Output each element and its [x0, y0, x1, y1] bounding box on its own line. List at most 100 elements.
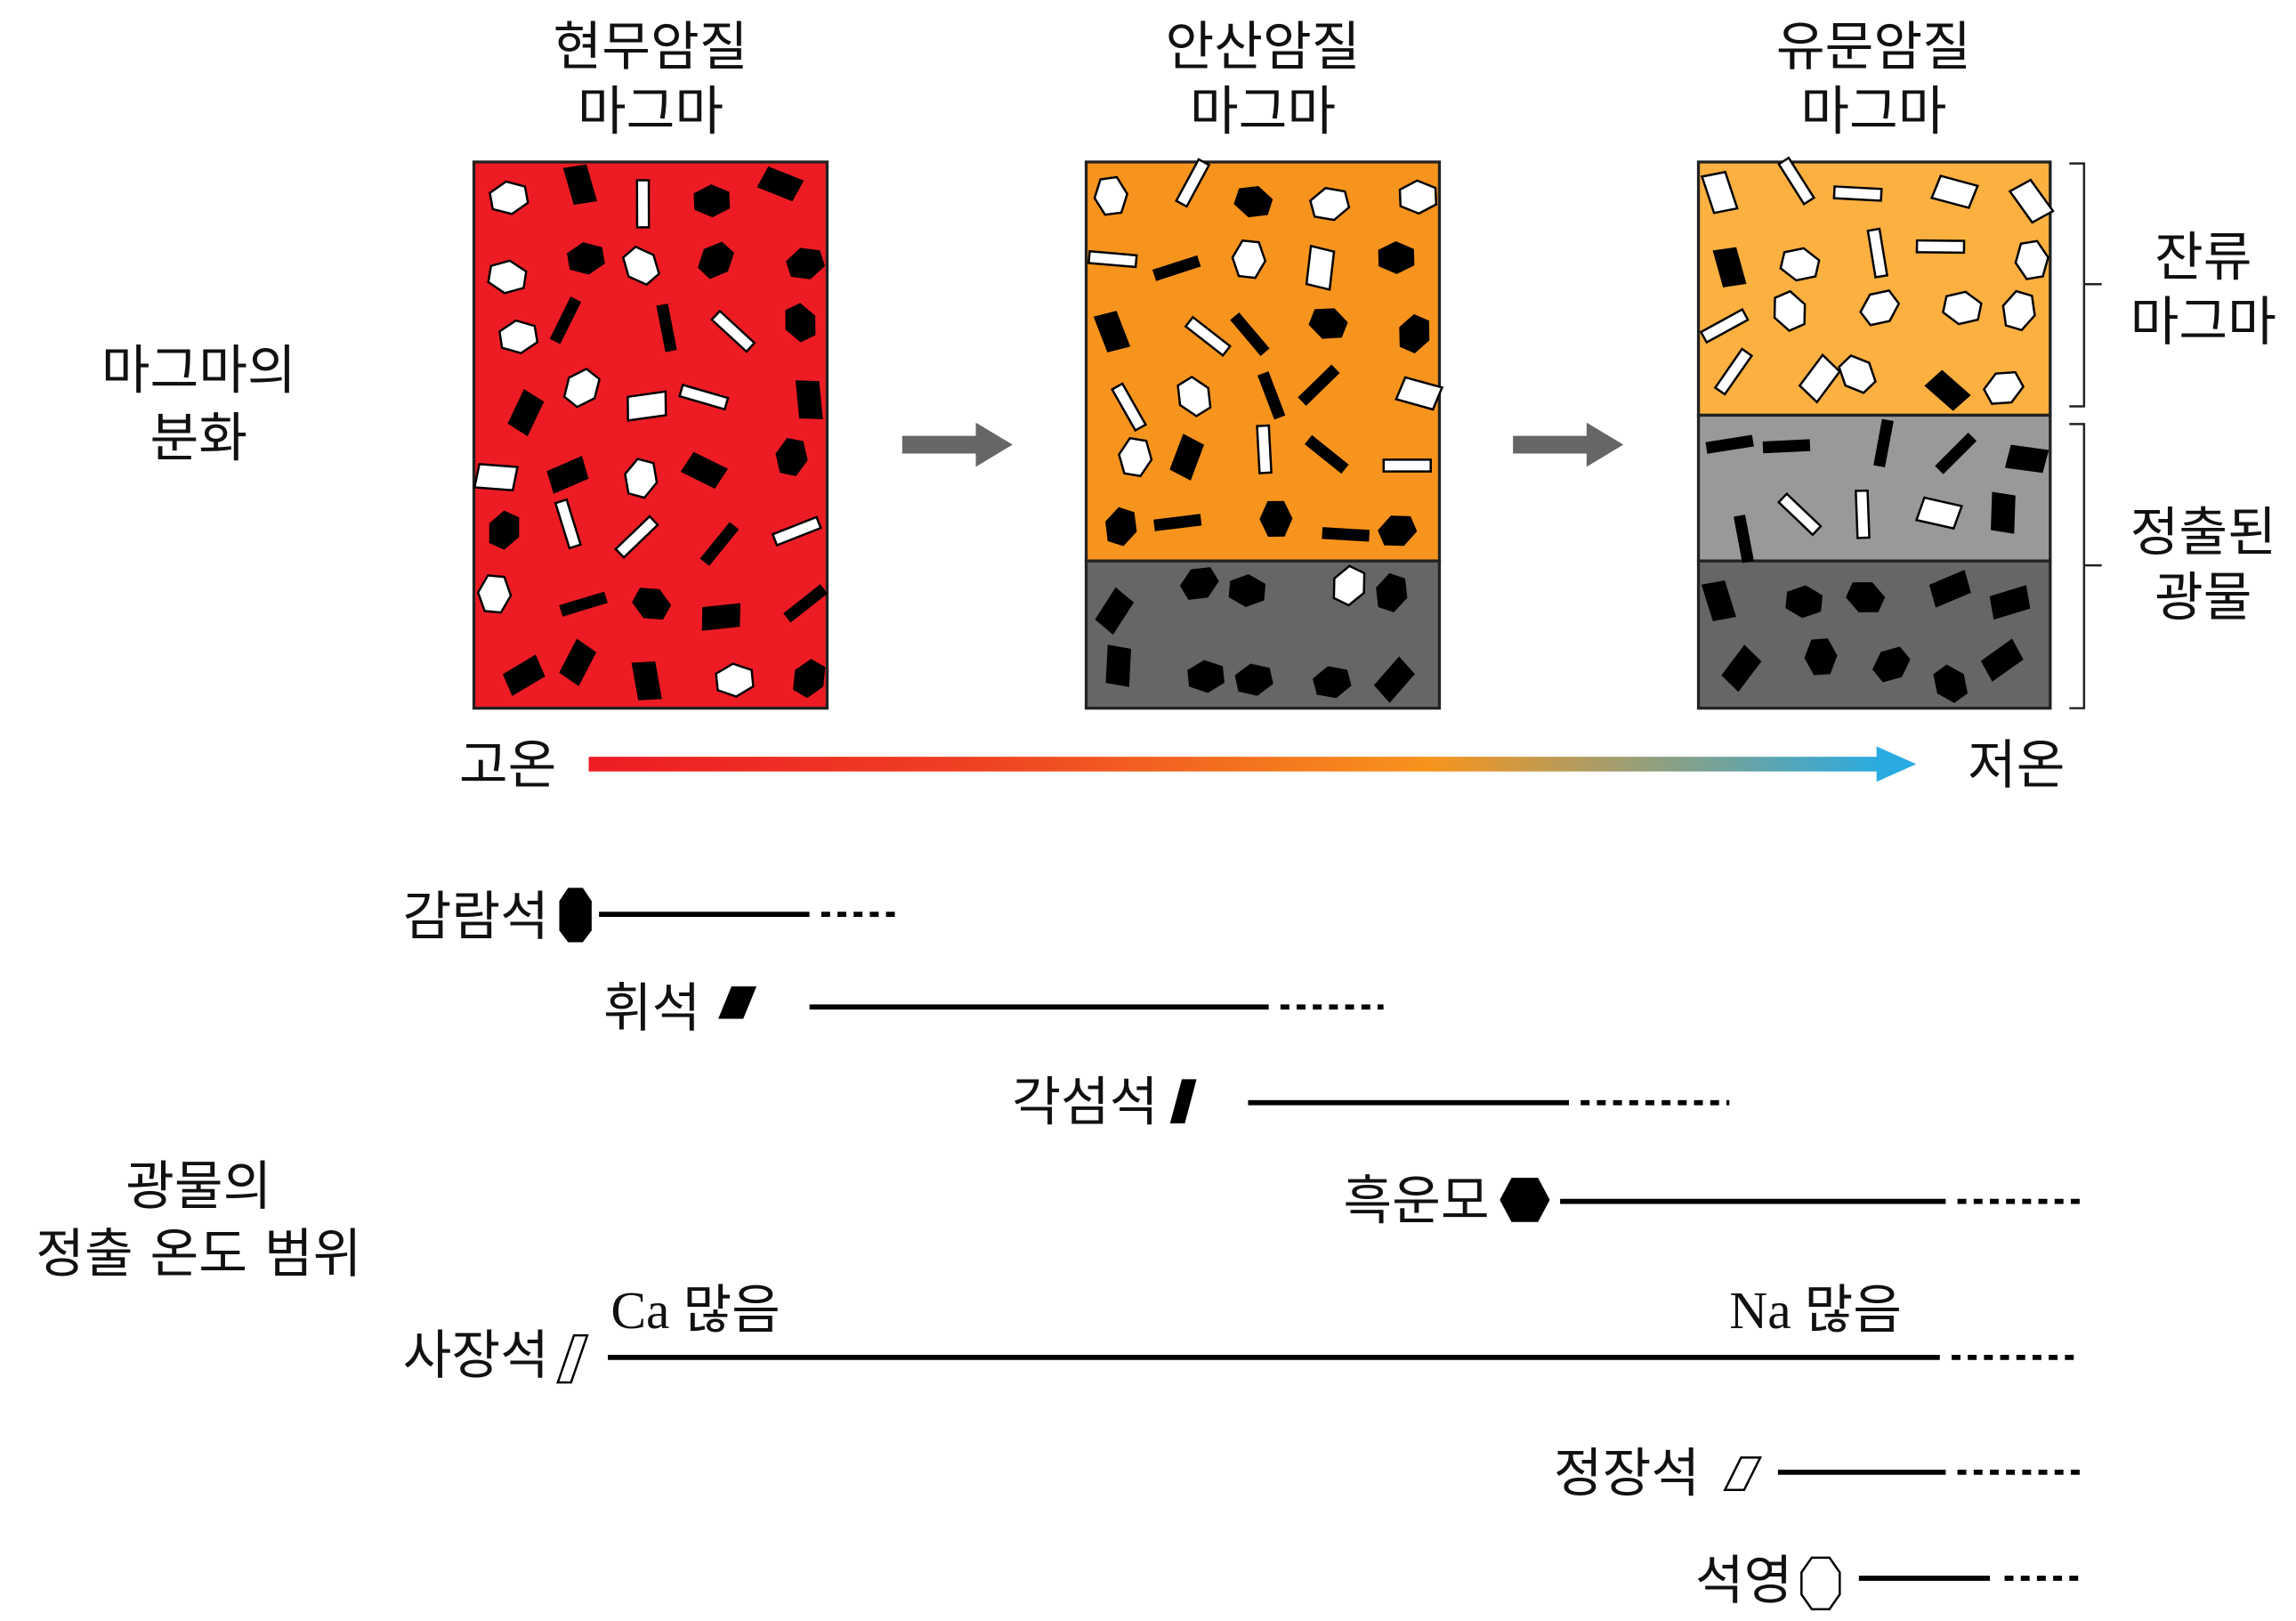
white-crystal-rod	[1866, 227, 1888, 279]
black-crystal-rod	[1873, 418, 1894, 467]
white-crystal-hex	[1773, 289, 1807, 332]
white-crystal-rod	[710, 309, 756, 353]
rhyolitic-crystal-layer-lower	[1696, 559, 2052, 710]
white-crystal-hex	[497, 319, 539, 354]
orthoclase-parallelogram-icon	[1723, 1456, 1763, 1491]
arrow-head-icon	[1876, 746, 1917, 782]
black-crystal-par	[559, 638, 597, 686]
rhyolitic-magma-box	[1696, 160, 2052, 417]
black-crystal-rod	[559, 591, 608, 617]
plagioclase-parallelogram-icon	[556, 1333, 589, 1384]
white-crystal-par	[1395, 376, 1444, 411]
magma-title-rhyolitic-2: 마그마	[1800, 82, 1946, 143]
temperature-gradient-bar	[588, 757, 1884, 772]
biotite-hexagon-icon	[1500, 1178, 1550, 1222]
black-crystal-par	[546, 456, 589, 494]
black-crystal-par	[680, 451, 728, 489]
black-crystal-par	[1093, 311, 1131, 353]
black-crystal-hex	[1308, 308, 1348, 339]
white-crystal-rod	[1175, 158, 1211, 208]
white-crystal-rod	[1855, 489, 1871, 539]
bracket-residual	[2069, 162, 2102, 408]
white-crystal-rod	[554, 498, 582, 550]
magma-title-rhyolitic: 유문암질	[1776, 17, 1971, 78]
white-crystal-par	[1305, 244, 1336, 291]
black-crystal-par	[1990, 491, 2016, 534]
white-crystal-par	[473, 463, 519, 492]
white-crystal-hex	[1118, 436, 1153, 478]
black-crystal-hex	[786, 247, 825, 280]
black-crystal-rod	[1230, 312, 1270, 356]
black-crystal-hex	[1804, 638, 1838, 676]
label-residual: 잔류	[2155, 227, 2252, 288]
magma-title-basaltic-2: 마그마	[578, 82, 724, 143]
white-crystal-hex	[1309, 186, 1351, 222]
arrow-right-icon	[1513, 422, 1624, 467]
black-crystal-hex	[1846, 582, 1886, 612]
black-crystal-rod	[1762, 439, 1811, 454]
label-crystallization-range-2: 정출 온도 범위	[36, 1224, 361, 1285]
black-crystal-hex	[1378, 515, 1418, 547]
magma-title-andesitic: 안산암질	[1165, 17, 1360, 78]
black-crystal-hex	[775, 437, 808, 476]
black-crystal-hex	[632, 588, 672, 620]
black-crystal-par	[1105, 644, 1131, 687]
rhyolitic-crystal-layer-upper	[1696, 413, 2052, 563]
white-crystal-par	[2008, 178, 2055, 224]
label-crystallized: 정출된	[2130, 503, 2276, 564]
black-crystal-hex	[1378, 240, 1415, 274]
black-crystal-hex	[693, 184, 731, 218]
crystal-shapes	[473, 156, 2055, 703]
white-crystal-hex	[1859, 288, 1901, 327]
black-crystal-hex	[793, 659, 826, 699]
white-crystal-hex	[1942, 290, 1983, 326]
black-crystal-hex	[567, 242, 605, 275]
white-crystal-hex	[1398, 179, 1438, 215]
black-crystal-par	[1980, 638, 2024, 682]
mineral-orthoclase: 정장석	[1554, 1443, 1700, 1504]
black-crystal-par	[1701, 580, 1736, 621]
white-crystal-par	[627, 390, 667, 422]
white-crystal-hex	[487, 259, 528, 295]
black-crystal-par	[1989, 585, 2031, 620]
white-crystal-hex	[1982, 370, 2025, 405]
white-crystal-rod	[635, 179, 651, 229]
black-crystal-par	[1928, 570, 1971, 608]
white-crystal-rod	[1776, 492, 1823, 537]
black-crystal-hex	[1933, 664, 1969, 703]
bracket-crystallized	[2069, 423, 2102, 709]
white-crystal-hex	[621, 245, 661, 287]
black-crystal-rod	[1322, 527, 1370, 542]
white-crystal-rod	[771, 515, 822, 547]
label-high-temp: 고온	[459, 735, 557, 797]
black-crystal-hex	[1785, 585, 1823, 619]
black-crystal-rod	[1298, 364, 1340, 406]
white-crystal-rod	[1382, 458, 1432, 473]
black-crystal-par	[2004, 444, 2049, 474]
white-crystal-hex	[1779, 247, 1821, 282]
black-crystal-hex	[698, 241, 734, 280]
black-crystal-par	[756, 166, 804, 202]
black-crystal-hex	[785, 303, 816, 343]
white-crystal-rod	[1777, 156, 1816, 206]
black-crystal-rod	[1705, 434, 1754, 454]
white-crystal-rod	[1713, 347, 1754, 396]
black-crystal-rod	[1935, 432, 1977, 474]
white-crystal-hex	[562, 367, 602, 409]
white-crystal-rod	[1915, 239, 1966, 255]
magma-title-andesitic-2: 마그마	[1190, 82, 1336, 143]
white-crystal-hex	[489, 180, 530, 215]
andesitic-magma-box	[1084, 160, 1442, 563]
white-crystal-hex	[1231, 239, 1267, 280]
white-crystal-hex	[1332, 564, 1366, 607]
black-crystal-hex	[1376, 572, 1408, 612]
black-crystal-par	[631, 661, 662, 701]
black-crystal-par	[1712, 247, 1747, 288]
black-crystal-hex	[1872, 646, 1911, 683]
black-crystal-par	[502, 654, 546, 696]
black-crystal-rod	[1304, 434, 1349, 474]
arrow-right-icon	[901, 422, 1013, 467]
black-crystal-hex	[1259, 500, 1293, 538]
black-crystal-par	[1169, 434, 1205, 481]
